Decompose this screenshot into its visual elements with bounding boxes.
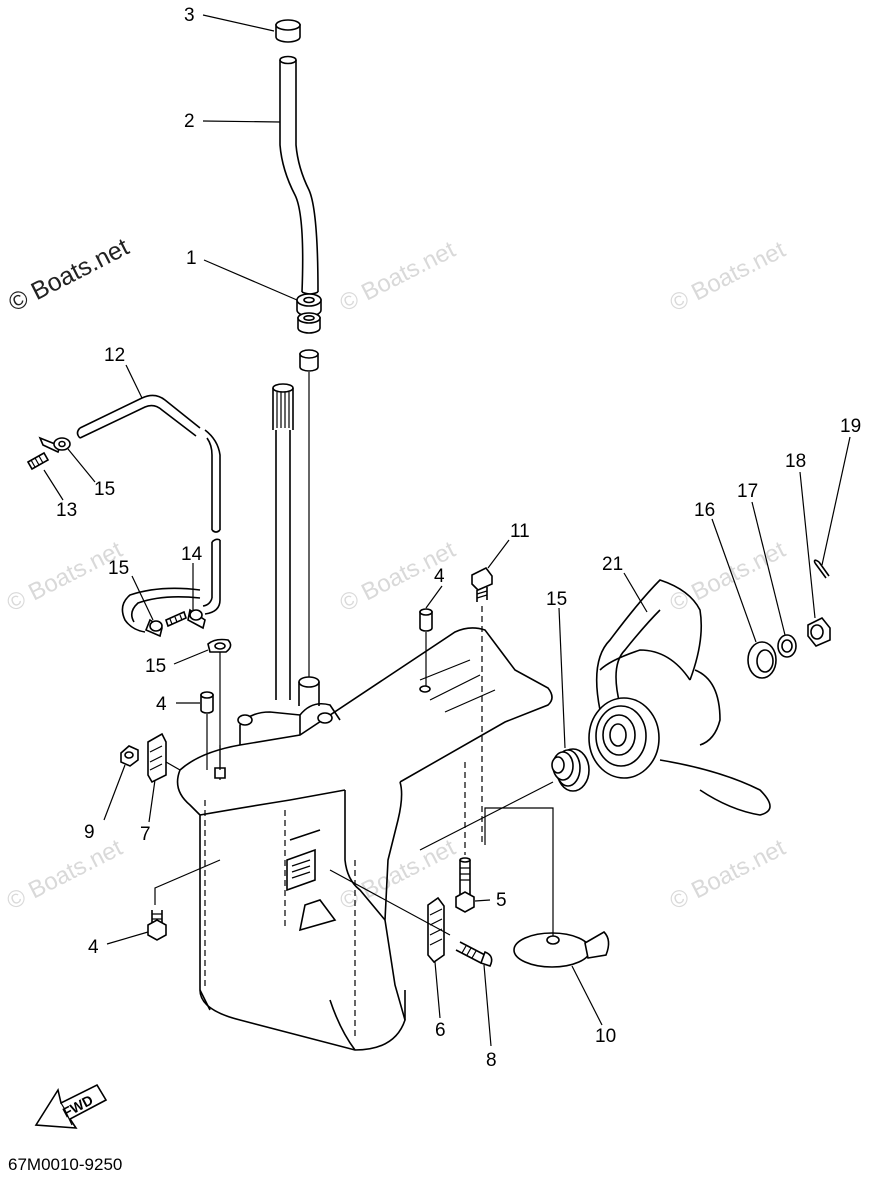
callout-15: 15 [94,479,115,500]
part-dowel-pin [419,608,433,686]
part-spacer-seal [551,748,590,792]
callout-4: 4 [156,694,167,715]
callout-11: 10 [595,1026,616,1047]
watermark: © Boats.net [335,236,460,317]
watermark: © Boats.net [665,536,790,617]
guide-lines [419,781,554,851]
fwd-arrow-icon: FWD [34,1083,108,1129]
callout-15: 14 [181,544,203,565]
callout-9: 8 [486,1050,497,1071]
callout-7: 6 [435,1020,446,1041]
part-washer [777,634,797,658]
callout-15: 15 [108,558,129,579]
part-bolt-5 [147,859,221,941]
callout-8: 7 [140,824,151,845]
callout-14: 13 [56,500,77,521]
callout-labels: 3 2 1 12 15 13 15 14 15 4 11 4 15 21 16 … [56,5,861,1071]
callout-3: 3 [184,5,195,26]
callout-6: 5 [496,890,507,911]
callout-1: 1 [186,248,197,269]
callout-13: 12 [104,345,125,366]
watermark: © Boats.net [665,834,790,915]
part-bracket-8 [147,732,181,784]
watermark: © Boats.net [2,834,127,915]
callout-18: 17 [737,481,758,502]
leader-lines [43,14,851,1047]
callout-16: 15 [546,589,567,610]
part-grommet-cap [275,19,301,43]
callout-21: 21 [602,554,623,575]
part-bolt-9 [329,869,493,967]
callout-4: 4 [434,566,445,587]
part-propeller [588,579,771,816]
part-grommet-stack [296,293,322,372]
callout-17: 16 [694,500,715,521]
part-drive-shaft [272,372,310,700]
part-gear-case [176,627,553,1051]
part-hose-fitting [26,436,71,471]
callout-15: 15 [145,656,166,677]
part-trim-tab-anode [513,810,610,968]
part-bracket-7 [427,896,445,964]
part-water-hose [76,394,221,615]
part-thrust-washer [747,641,777,679]
callout-20: 19 [840,416,861,437]
part-cotter-pin [813,559,830,579]
watermark: © Boats.net [665,236,790,317]
part-dowel-pin [200,691,214,770]
callout-12: 11 [510,521,530,542]
watermark-primary: © Boats.net [4,233,133,317]
part-nut [120,745,139,767]
part-water-tube [279,55,319,295]
diagram-code: 67M0010-9250 [8,1155,122,1174]
callout-2: 2 [184,111,195,132]
part-propeller-nut [807,616,831,647]
part-bolt-6 [455,762,475,913]
callout-19: 18 [785,451,806,472]
callout-5: 4 [88,937,99,958]
part-bolt-12 [471,566,493,845]
callout-10: 9 [84,822,95,843]
